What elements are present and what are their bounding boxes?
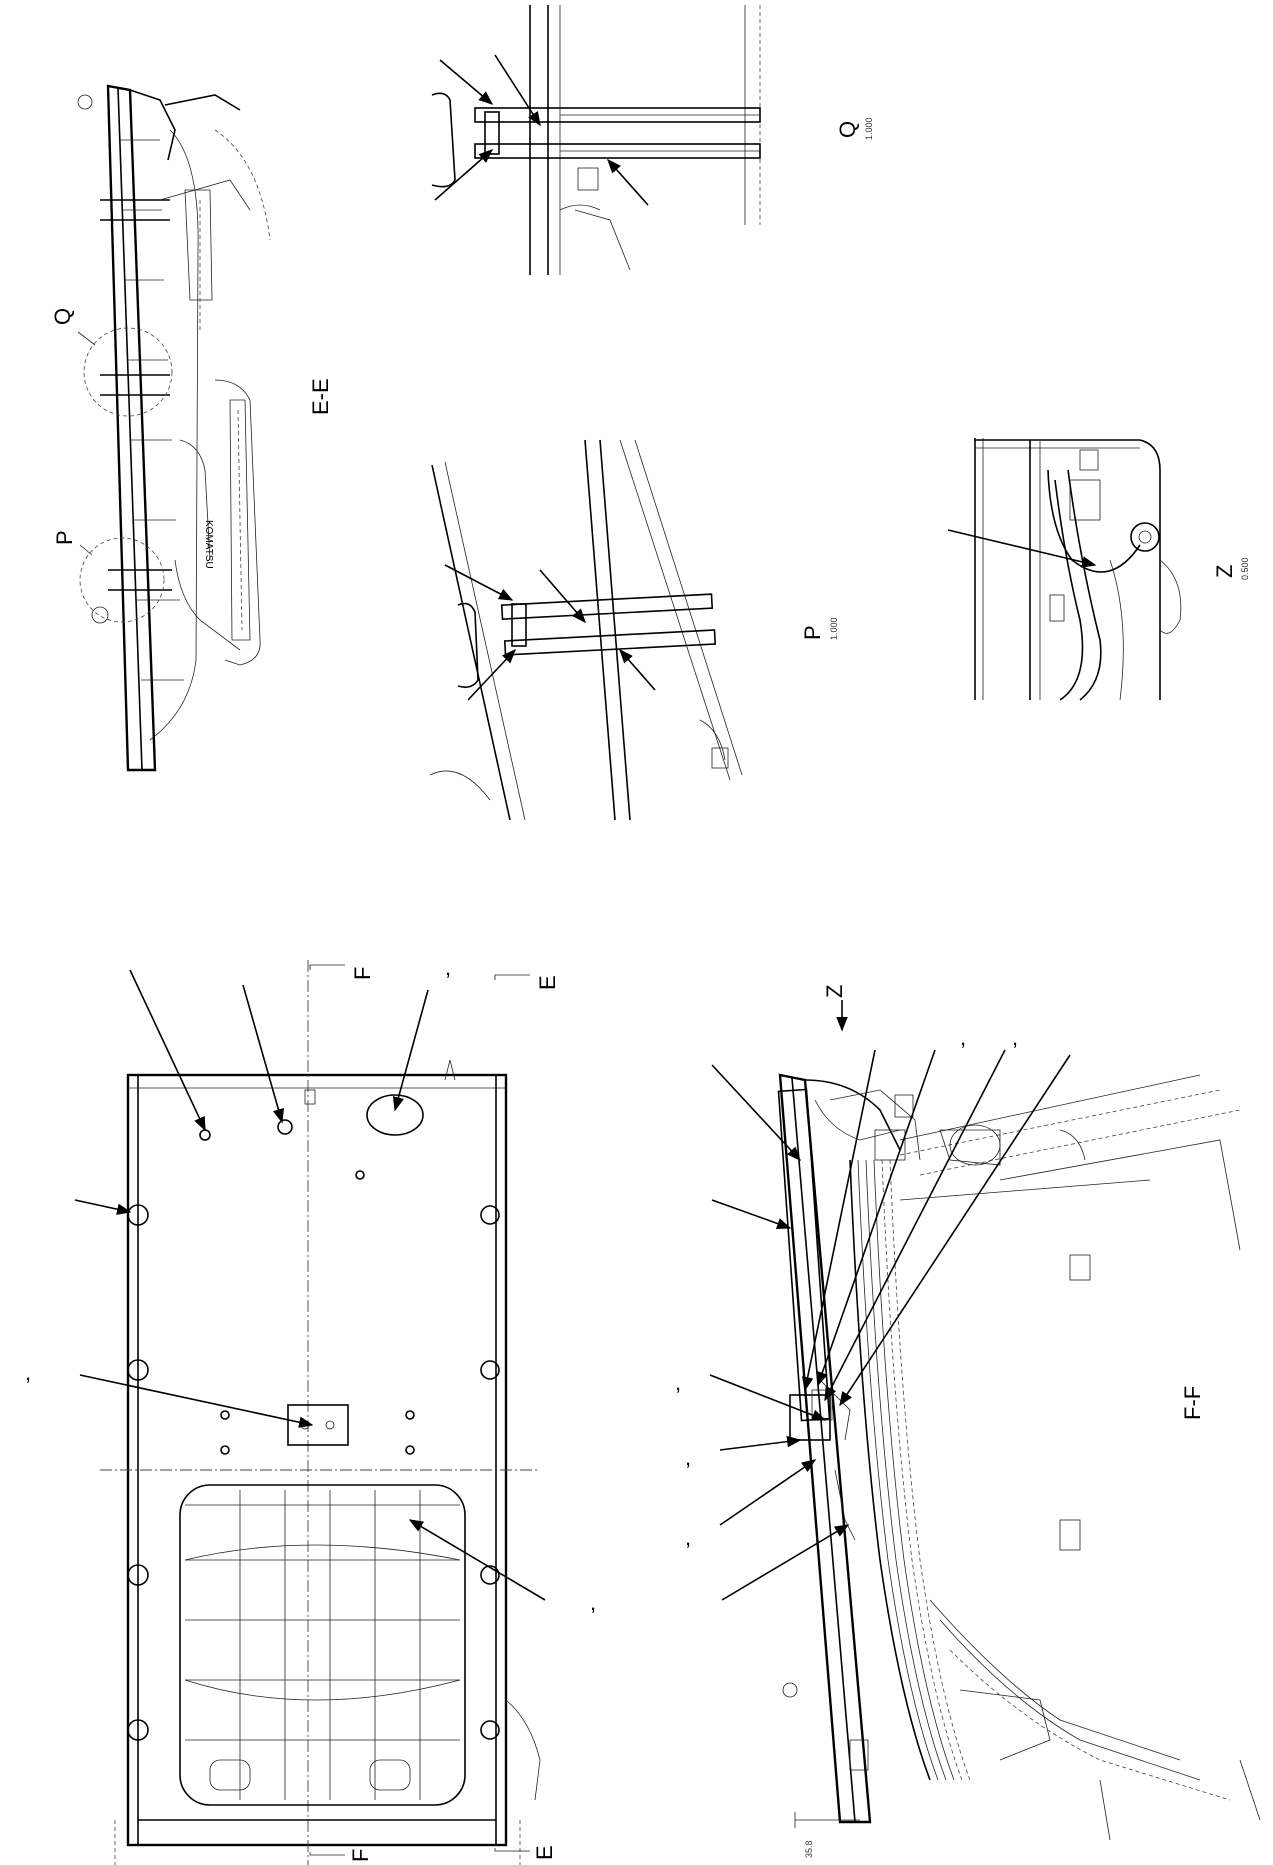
comma-label-5: , <box>1012 1025 1018 1050</box>
view-scale-q: 1.000 <box>864 117 874 140</box>
view-title-ee: E-E <box>308 378 333 415</box>
view-title-ff: F-F <box>1180 1386 1205 1420</box>
comma-label-4: , <box>960 1025 966 1050</box>
view-scale-p: 1.000 <box>829 617 839 640</box>
section-mark-f-bottom: F <box>348 1849 373 1862</box>
comma-label-7: , <box>685 1445 691 1470</box>
view-p: P 1.000 <box>429 439 839 821</box>
view-title-z: Z <box>1212 565 1237 578</box>
svg-text:KOMATSU: KOMATSU <box>203 520 214 569</box>
view-title-p: P <box>800 625 825 640</box>
detail-circle-p <box>79 537 165 623</box>
detail-label-p: P <box>52 530 77 545</box>
comma-label-8: , <box>685 1525 691 1550</box>
view-ff: , , , , , Z 35.8 F-F <box>675 985 1261 1858</box>
view-z: Z 0.500 <box>947 438 1250 701</box>
section-mark-f-top: F <box>350 967 375 980</box>
comma-label-1: , <box>25 1360 31 1385</box>
view-title-q: Q <box>835 121 860 138</box>
comma-label-6: , <box>675 1370 681 1395</box>
section-mark-e-bottom: E <box>532 1845 557 1860</box>
dimension-label: 35.8 <box>804 1840 814 1858</box>
view-q: Q 1.000 <box>431 5 874 275</box>
view-scale-z: 0.500 <box>1240 557 1250 580</box>
comma-label-3: , <box>590 1590 596 1615</box>
comma-label-2: , <box>445 955 451 980</box>
view-arrow-z: Z <box>822 985 847 998</box>
plan-view: , , , F E F E <box>25 955 596 1865</box>
view-ee: KOMATSU Q P E-E <box>50 84 333 772</box>
detail-circle-q <box>83 327 173 417</box>
section-mark-e-top: E <box>535 975 560 990</box>
detail-label-q: Q <box>50 308 75 325</box>
